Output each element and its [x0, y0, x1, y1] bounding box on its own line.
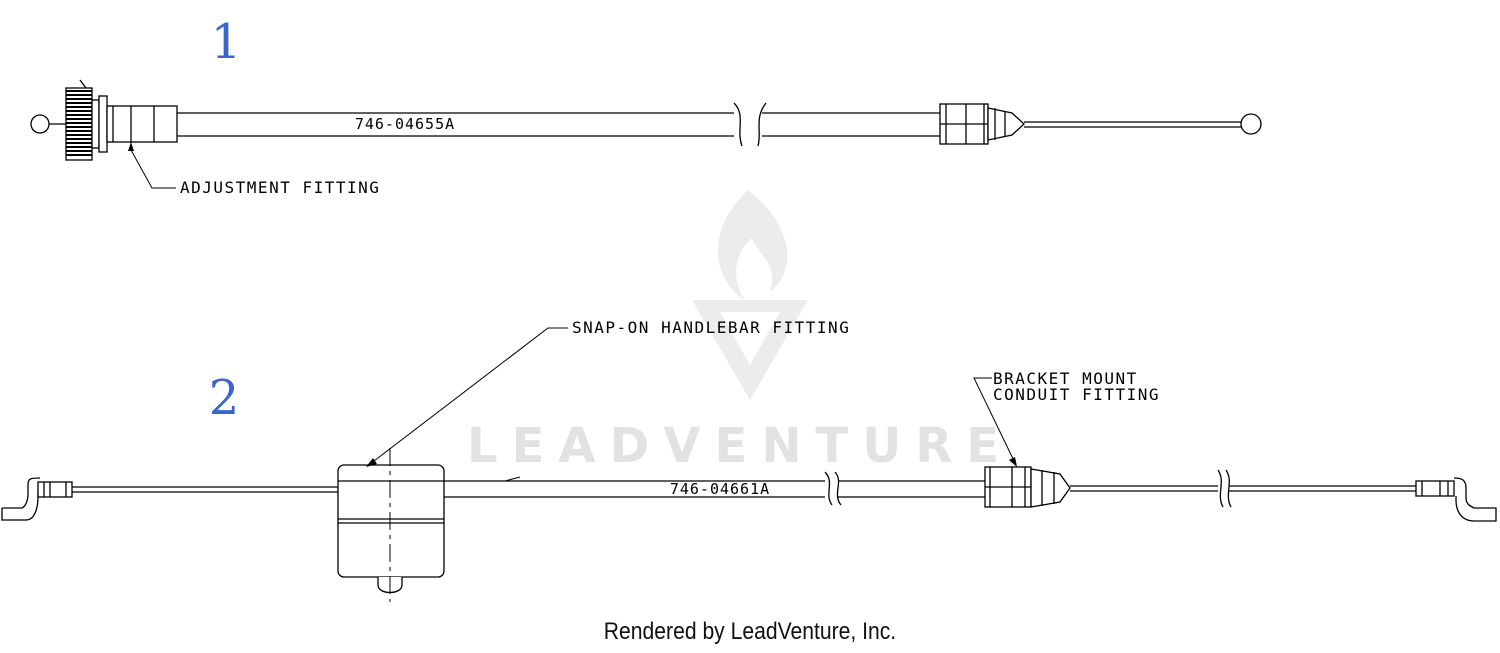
watermark-text: LEADVENTURE [467, 418, 1013, 474]
cable-assembly-1 [30, 79, 1262, 161]
label-conduit-fitting: CONDUIT FITTING [993, 385, 1160, 404]
ferrule-left [37, 481, 73, 498]
leadventure-watermark: LEADVENTURE [467, 190, 1013, 474]
flame-icon [717, 190, 788, 300]
label-adjustment-fitting: ADJUSTMENT FITTING [180, 178, 380, 197]
part-number-1: 746-04655A [355, 115, 455, 133]
leader-snap-on-handlebar [369, 327, 568, 465]
ball-end-right [1240, 113, 1262, 135]
label-bracket-mount: BRACKET MOUNT [993, 369, 1138, 388]
v-mark-icon [692, 300, 808, 400]
label-snap-on-handlebar-fitting: SNAP-ON HANDLEBAR FITTING [572, 318, 850, 337]
snap-on-handlebar-fitting [337, 464, 445, 578]
cable-assembly-2 [1, 448, 1497, 602]
leader-bracket-mount [973, 377, 1017, 466]
callout-number-1: 1 [211, 14, 242, 70]
leader-adjustment-fitting [130, 142, 176, 189]
ferrule-right [1415, 480, 1455, 497]
part-number-2: 746-04661A [670, 480, 770, 498]
callout-number-2: 2 [209, 370, 240, 426]
footer-credit: Rendered by LeadVenture, Inc. [603, 618, 897, 645]
ball-end-left [30, 114, 50, 134]
